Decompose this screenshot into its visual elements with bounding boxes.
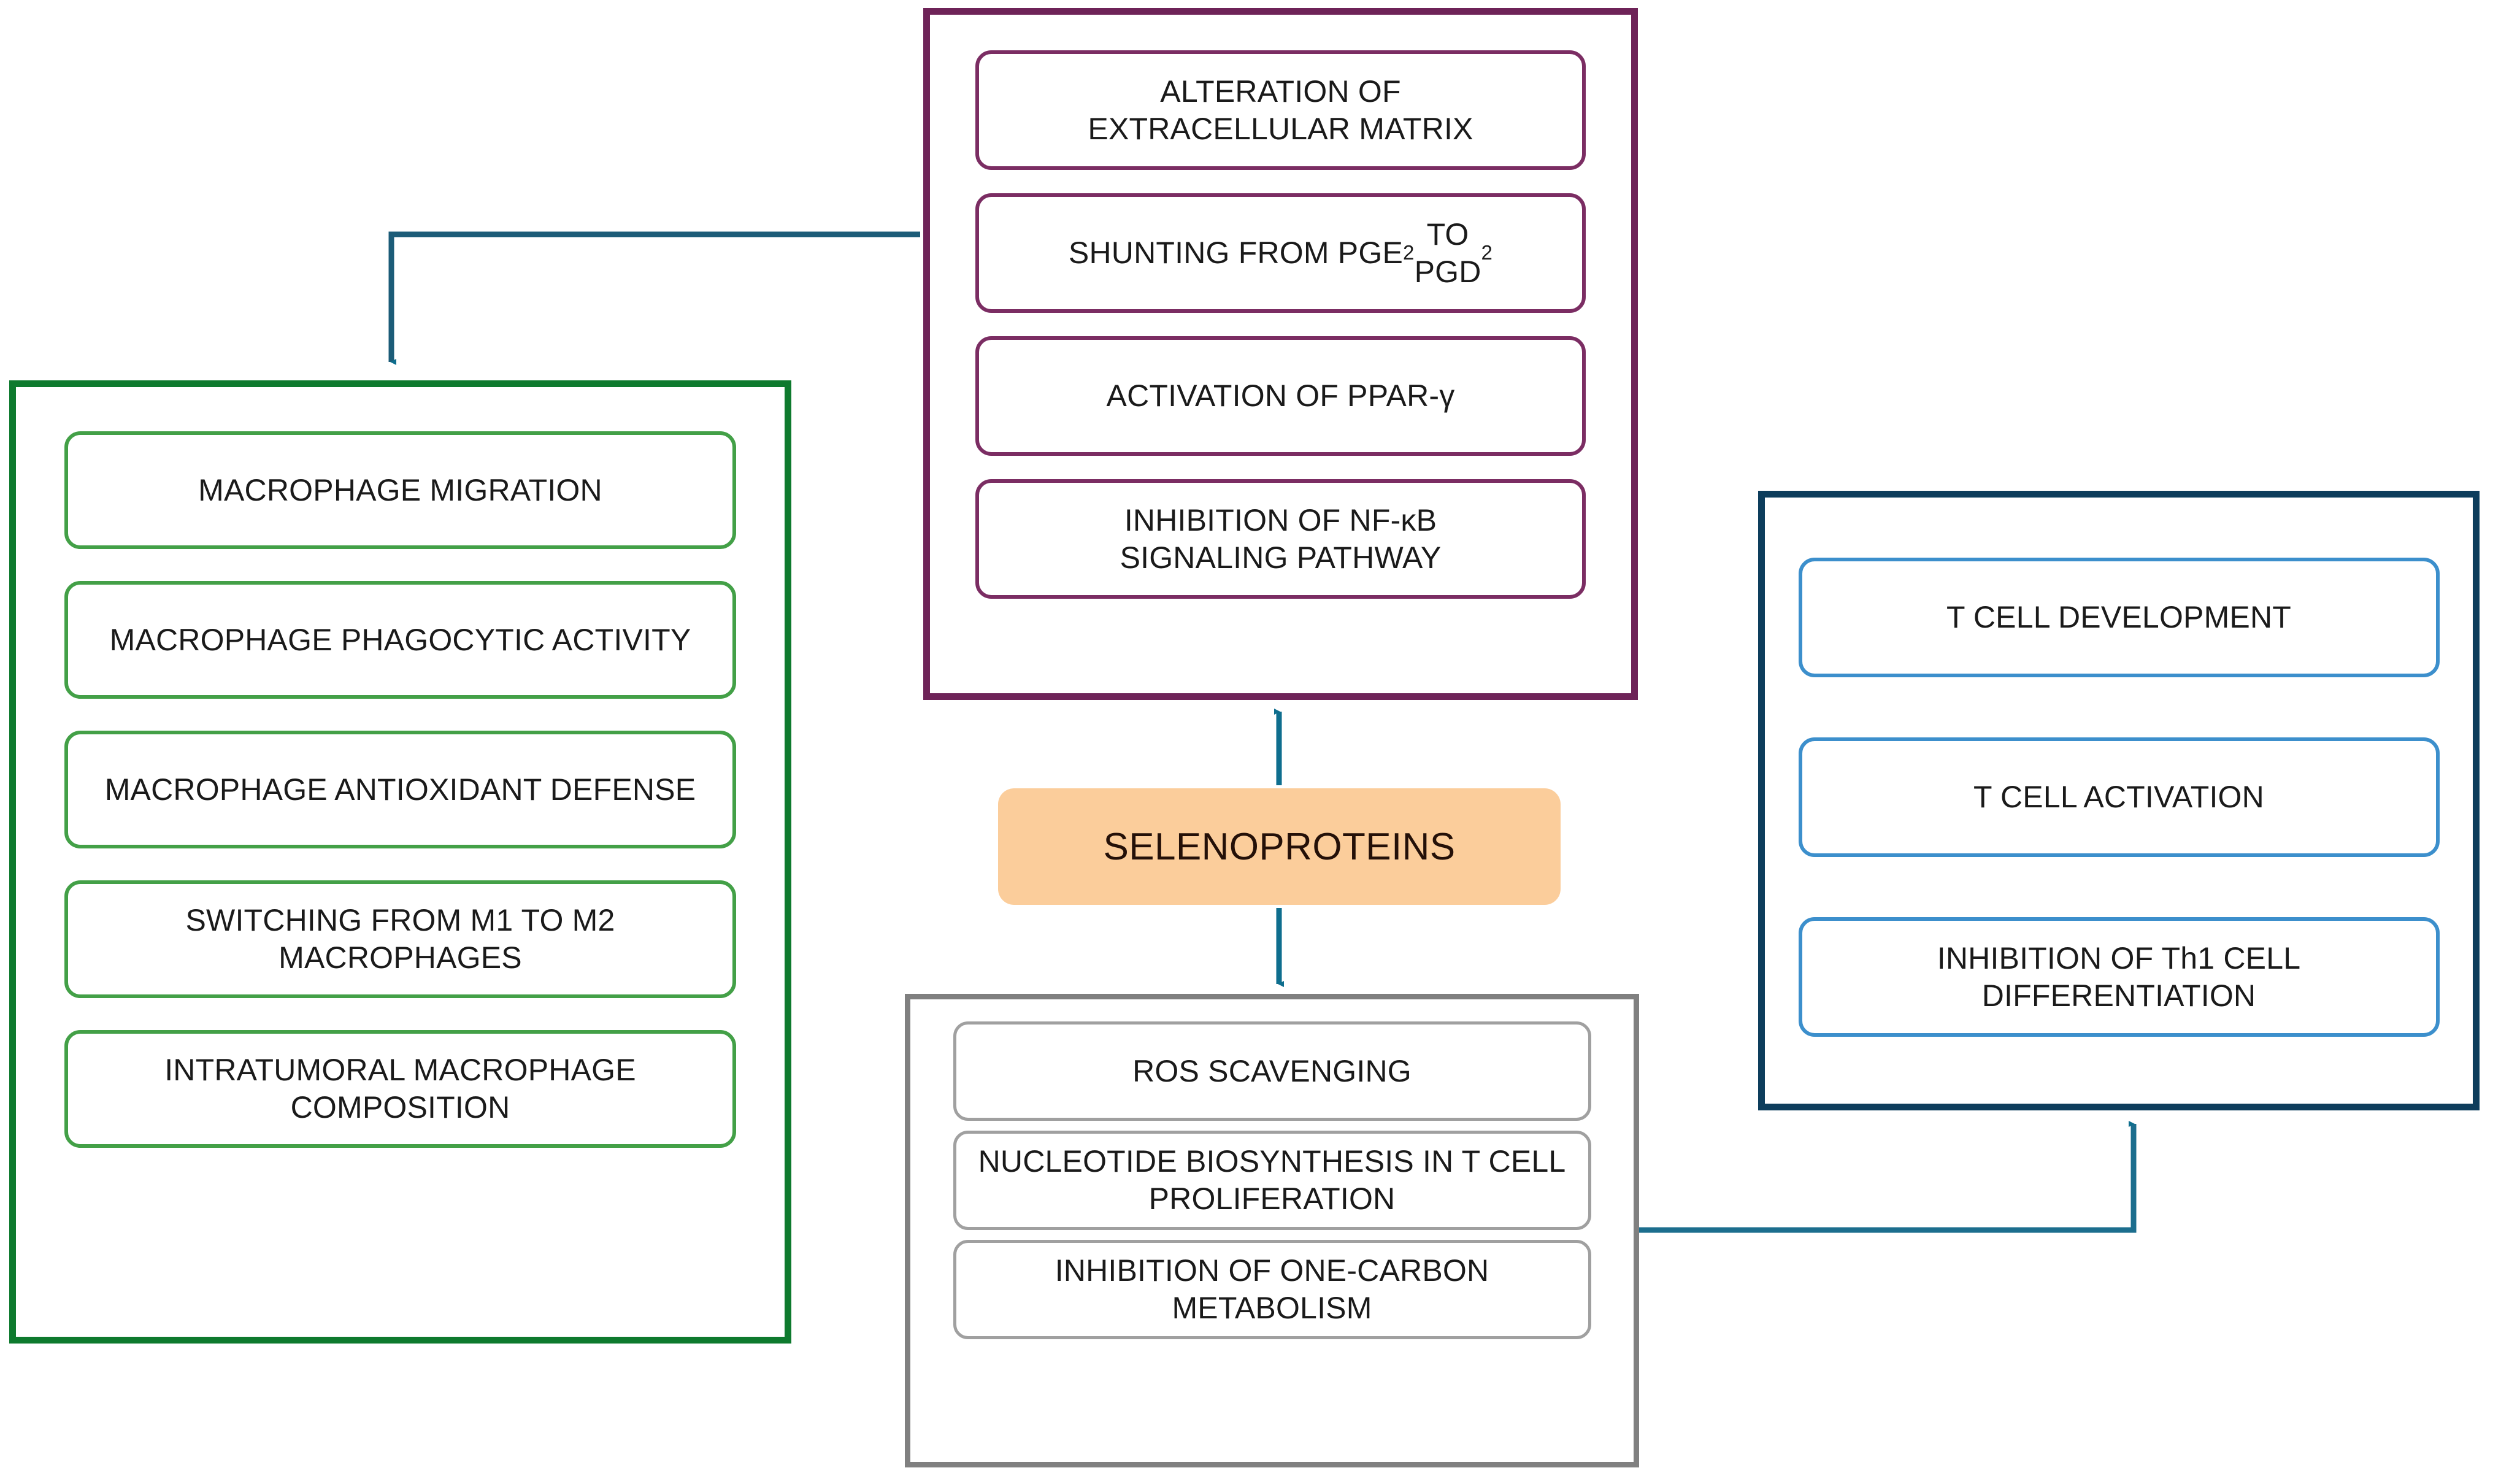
node-ros-scavenging[interactable]: ROS SCAVENGING	[953, 1021, 1591, 1121]
node-selenoproteins[interactable]: SELENOPROTEINS	[998, 788, 1561, 905]
edge-tumor-microenvironment-to-macrophage	[388, 231, 920, 365]
node-intratumoral-macrophage-composition[interactable]: INTRATUMORAL MACROPHAGE COMPOSITION	[64, 1030, 736, 1148]
node-t-cell-development[interactable]: T CELL DEVELOPMENT	[1798, 558, 2440, 677]
node-macrophage-migration[interactable]: MACROPHAGE MIGRATION	[64, 431, 736, 549]
selenoprotein-functions-group: ROS SCAVENGING NUCLEOTIDE BIOSYNTHESIS I…	[905, 994, 1639, 1467]
node-t-cell-activation[interactable]: T CELL ACTIVATION	[1798, 737, 2440, 857]
node-inhibition-of-one-carbon-metabolism[interactable]: INHIBITION OF ONE-CARBON METABOLISM	[953, 1240, 1591, 1339]
node-inhibition-of-th1-cell-differentiation[interactable]: INHIBITION OF Th1 CELL DIFFERENTIATION	[1798, 917, 2440, 1037]
node-macrophage-phagocytic-activity[interactable]: MACROPHAGE PHAGOCYTIC ACTIVITY	[64, 581, 736, 699]
macrophage-effects-group: MACROPHAGE MIGRATION MACROPHAGE PHAGOCYT…	[9, 380, 791, 1344]
node-nucleotide-biosynthesis-in-t-cell-proliferation[interactable]: NUCLEOTIDE BIOSYNTHESIS IN T CELL PROLIF…	[953, 1131, 1591, 1230]
node-activation-of-ppar-gamma[interactable]: ACTIVATION OF PPAR-γ	[975, 336, 1586, 456]
t-cell-effects-group: T CELL DEVELOPMENT T CELL ACTIVATION INH…	[1758, 491, 2480, 1110]
node-macrophage-antioxidant-defense[interactable]: MACROPHAGE ANTIOXIDANT DEFENSE	[64, 731, 736, 848]
node-switching-m1-to-m2-macrophages[interactable]: SWITCHING FROM M1 TO M2 MACROPHAGES	[64, 880, 736, 998]
edge-selenoprotein-functions-to-t-cell	[1637, 1121, 2137, 1233]
